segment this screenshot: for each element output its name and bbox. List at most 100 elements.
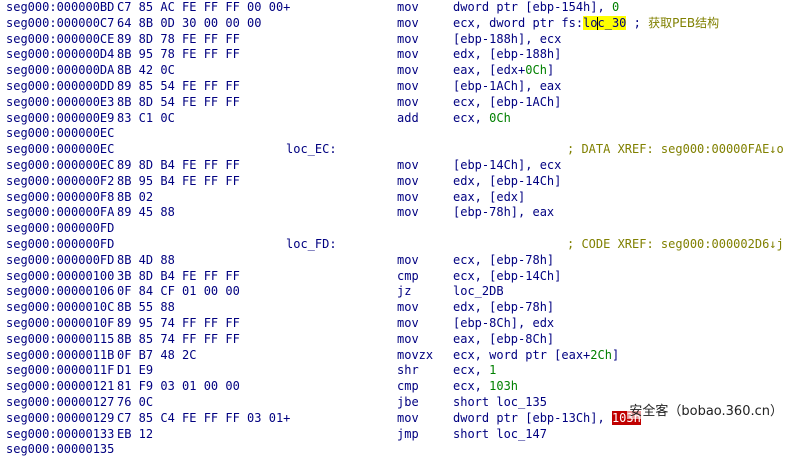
line-address[interactable]: seg000:0000010C	[6, 300, 115, 315]
code-label[interactable]: loc_FD:	[286, 236, 337, 251]
instruction-mnemonic[interactable]: jz	[397, 284, 412, 299]
instruction-mnemonic[interactable]: mov	[397, 252, 419, 267]
code-label[interactable]: loc_EC:	[286, 142, 337, 157]
instruction-mnemonic[interactable]: mov	[397, 78, 419, 93]
instruction-mnemonic[interactable]: mov	[397, 331, 419, 346]
instruction-mnemonic[interactable]: cmp	[397, 268, 419, 283]
line-address[interactable]: seg000:000000FD	[6, 221, 115, 236]
line-address[interactable]: seg000:00000115	[6, 331, 115, 346]
listing-line[interactable]: seg000:00000135	[0, 442, 795, 458]
instruction-operands[interactable]: ecx, word ptr [eax+2Ch]	[453, 348, 619, 364]
instruction-operands[interactable]: edx, [ebp-188h]	[453, 47, 561, 63]
line-address[interactable]: seg000:000000BD	[6, 0, 115, 14]
line-address[interactable]: seg000:000000EC	[6, 142, 115, 157]
instruction-operands[interactable]: ecx, dword ptr fs:loc_30 ; 获取PEB结构	[453, 15, 719, 32]
line-address[interactable]: seg000:0000011F	[6, 363, 115, 378]
line-address[interactable]: seg000:000000FD	[6, 252, 115, 267]
instruction-mnemonic[interactable]: mov	[397, 63, 419, 78]
instruction-operands[interactable]: edx, [ebp-14Ch]	[453, 174, 561, 190]
line-address[interactable]: seg000:000000F8	[6, 189, 115, 204]
line-address[interactable]: seg000:000000FD	[6, 236, 115, 251]
instruction-mnemonic[interactable]: mov	[397, 205, 419, 220]
line-address[interactable]: seg000:00000129	[6, 410, 115, 425]
instruction-mnemonic[interactable]: movzx	[397, 347, 434, 362]
instruction-operands[interactable]: eax, [ebp-8Ch]	[453, 332, 554, 348]
instruction-operands[interactable]: dword ptr [ebp-154h], 0	[453, 0, 619, 16]
line-address[interactable]: seg000:000000CE	[6, 31, 115, 46]
instruction-operands[interactable]: eax, [edx+0Ch]	[453, 63, 554, 79]
line-address[interactable]: seg000:000000C7	[6, 15, 115, 30]
instruction-operands[interactable]: ecx, [ebp-1ACh]	[453, 95, 561, 111]
listing-line[interactable]: seg000:000000FD	[0, 221, 795, 237]
instruction-operands[interactable]: ecx, [ebp-78h]	[453, 253, 554, 269]
xref-comment[interactable]: ; DATA XREF: seg000:00000FAE↓o	[567, 142, 784, 157]
instruction-mnemonic[interactable]: mov	[397, 410, 419, 425]
line-address[interactable]: seg000:00000106	[6, 284, 115, 299]
instruction-operands[interactable]: [ebp-14Ch], ecx	[453, 158, 561, 174]
instruction-mnemonic[interactable]: cmp	[397, 379, 419, 394]
instruction-operands[interactable]: eax, [edx]	[453, 190, 525, 206]
instruction-mnemonic[interactable]: mov	[397, 31, 419, 46]
line-address[interactable]: seg000:0000010F	[6, 315, 115, 330]
instruction-mnemonic[interactable]: jbe	[397, 394, 419, 409]
instruction-operands[interactable]: dword ptr [ebp-13Ch], 103h	[453, 410, 641, 427]
instruction-mnemonic[interactable]: mov	[397, 94, 419, 109]
line-address[interactable]: seg000:00000100	[6, 268, 115, 283]
instruction-operands[interactable]: short loc_135	[453, 395, 547, 411]
line-address[interactable]: seg000:00000121	[6, 379, 115, 394]
line-address[interactable]: seg000:00000127	[6, 394, 115, 409]
instruction-mnemonic[interactable]: mov	[397, 157, 419, 172]
instruction-operands[interactable]: loc_2DB	[453, 284, 504, 300]
instruction-mnemonic[interactable]: mov	[397, 15, 419, 30]
instruction-mnemonic[interactable]: jmp	[397, 426, 419, 441]
instruction-operands[interactable]: [ebp-1ACh], eax	[453, 79, 561, 95]
line-address[interactable]: seg000:000000EC	[6, 126, 115, 141]
line-address[interactable]: seg000:0000011B	[6, 347, 115, 362]
line-address[interactable]: seg000:000000FA	[6, 205, 115, 220]
line-address[interactable]: seg000:000000D4	[6, 47, 115, 62]
instruction-operands[interactable]: ecx, [ebp-14Ch]	[453, 269, 561, 285]
line-address[interactable]: seg000:000000DD	[6, 78, 115, 93]
instruction-operands[interactable]: [ebp-8Ch], edx	[453, 316, 554, 332]
line-address[interactable]: seg000:000000DA	[6, 63, 115, 78]
instruction-mnemonic[interactable]: mov	[397, 315, 419, 330]
instruction-mnemonic[interactable]: mov	[397, 189, 419, 204]
instruction-operands[interactable]: [ebp-188h], ecx	[453, 32, 561, 48]
instruction-operands[interactable]: ecx, 103h	[453, 379, 518, 395]
highlighted-operand[interactable]: loc_30	[583, 15, 627, 30]
instruction-mnemonic[interactable]: add	[397, 110, 419, 125]
instruction-operands[interactable]: [ebp-78h], eax	[453, 205, 554, 221]
line-address[interactable]: seg000:000000E9	[6, 110, 115, 125]
instruction-mnemonic[interactable]: mov	[397, 300, 419, 315]
instruction-operands[interactable]: ecx, 0Ch	[453, 111, 511, 127]
line-address[interactable]: seg000:00000133	[6, 426, 115, 441]
instruction-mnemonic[interactable]: mov	[397, 0, 419, 14]
listing-line[interactable]: seg000:000000EC	[0, 126, 795, 142]
instruction-mnemonic[interactable]: shr	[397, 363, 419, 378]
instruction-operands[interactable]: edx, [ebp-78h]	[453, 300, 554, 316]
instruction-mnemonic[interactable]: mov	[397, 47, 419, 62]
